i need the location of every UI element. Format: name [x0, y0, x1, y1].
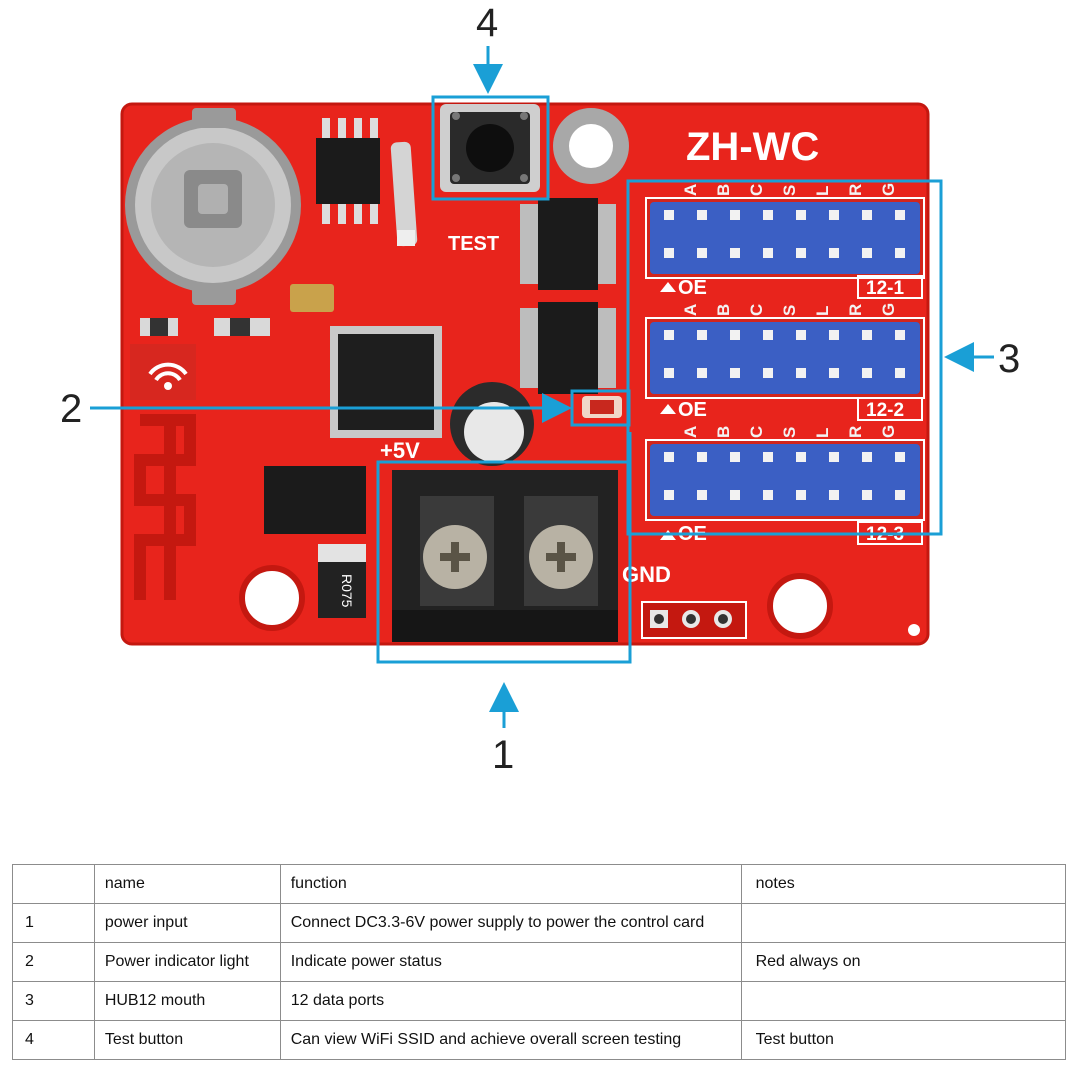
- pin-letter: B: [714, 184, 733, 196]
- pin-letter: A: [681, 304, 700, 316]
- table-row: 4 Test button Can view WiFi SSID and ach…: [12, 1020, 1067, 1060]
- electrolytic-capacitor: [450, 382, 534, 466]
- pin-letter: S: [780, 427, 799, 438]
- mounting-hole-right: [767, 573, 833, 639]
- table-header-row: name function notes: [12, 864, 1067, 904]
- port-label-12-2: 12-2: [866, 400, 904, 421]
- table-cell: power input: [93, 903, 281, 943]
- table-cell: Can view WiFi SSID and achieve overall s…: [279, 1020, 742, 1060]
- table-cell: [740, 903, 1067, 943]
- pin-letter: S: [780, 305, 799, 316]
- oe-label-2: OE: [678, 399, 707, 421]
- table-cell: 3: [12, 981, 95, 1021]
- table-cell: 1: [12, 903, 95, 943]
- table-cell: Red always on: [740, 942, 1067, 982]
- wifi-icon: [166, 384, 170, 388]
- pin-letter: G: [879, 425, 898, 438]
- power-led: [582, 396, 622, 418]
- resistor-marking: R075: [339, 574, 355, 608]
- pin-letter: L: [813, 306, 832, 316]
- power-terminal: [392, 470, 618, 642]
- table-row: 1 power input Connect DC3.3-6V power sup…: [12, 903, 1067, 943]
- tssop-chip-1: [520, 198, 616, 290]
- callout-number-3: 3: [998, 337, 1020, 381]
- battery-holder: [125, 108, 301, 305]
- smd-components: [140, 284, 366, 618]
- mounting-hole-left: [239, 565, 305, 631]
- callout-number-1: 1: [492, 733, 514, 777]
- soic-chip-top: [316, 118, 380, 224]
- pin-letter: R: [846, 426, 865, 438]
- hub12-port-3: [645, 439, 925, 540]
- table-cell: Indicate power status: [279, 942, 742, 982]
- table-cell: 12 data ports: [279, 981, 742, 1021]
- callout-box-4: [431, 95, 550, 201]
- table-cell: Power indicator light: [93, 942, 281, 982]
- hub12-port-2: [645, 317, 925, 414]
- pin-letter: C: [747, 184, 766, 196]
- pin-letter: L: [813, 428, 832, 438]
- table-cell: Connect DC3.3-6V power supply to power t…: [279, 903, 742, 943]
- callout-number-4: 4: [476, 1, 498, 45]
- table-cell: 2: [12, 942, 95, 982]
- crystal: [390, 141, 418, 247]
- pin-header-3: [641, 601, 747, 639]
- pin-letter: R: [846, 184, 865, 196]
- board-diagram: ZH-WC TEST R075: [60, 1, 1020, 777]
- hub12-port-1: [645, 197, 925, 292]
- table-header-cell: name: [93, 864, 281, 904]
- table-header-cell: [12, 864, 95, 904]
- pin-letter: R: [846, 304, 865, 316]
- spec-table: name function notes 1 power input Connec…: [12, 864, 1067, 1060]
- table-row: 2 Power indicator light Indicate power s…: [12, 942, 1067, 982]
- table-cell: HUB12 mouth: [93, 981, 281, 1021]
- callout-box-3: [626, 179, 943, 536]
- plus5v-label: +5V: [380, 438, 420, 463]
- table-cell: Test button: [93, 1020, 281, 1060]
- mcu-chip: [330, 326, 442, 438]
- test-button[interactable]: [440, 104, 540, 192]
- pin-letter: G: [879, 183, 898, 196]
- board-model-label: ZH-WC: [686, 125, 819, 169]
- mounting-ring: [553, 108, 629, 184]
- pin-letter: A: [681, 184, 700, 196]
- pin-letter: C: [747, 426, 766, 438]
- pin-letter: A: [681, 426, 700, 438]
- pin-letter: C: [747, 304, 766, 316]
- table-cell: 4: [12, 1020, 95, 1060]
- pin-letters-3: A B C S L R G: [681, 425, 898, 438]
- table-cell: [740, 981, 1067, 1021]
- tssop-chip-2: [520, 302, 616, 394]
- callout-number-2: 2: [60, 387, 82, 431]
- table-cell: Test button: [740, 1020, 1067, 1060]
- pcb-dot: [908, 624, 920, 636]
- port-label-12-1: 12-1: [866, 278, 904, 299]
- wifi-antenna: [130, 344, 196, 600]
- table-row: 3 HUB12 mouth 12 data ports: [12, 981, 1067, 1021]
- pin-letters-1: A B C S L R G: [681, 183, 898, 196]
- oe-label-1: OE: [678, 277, 707, 299]
- pin-letter: G: [879, 303, 898, 316]
- pin-letter: L: [813, 186, 832, 196]
- table-header-cell: function: [279, 864, 742, 904]
- pin-letter: B: [714, 304, 733, 316]
- callout-box-2: [570, 389, 631, 427]
- test-label: TEST: [448, 233, 499, 255]
- callout-box-1: [376, 460, 632, 664]
- pin-letter: S: [780, 185, 799, 196]
- pin-letter: B: [714, 426, 733, 438]
- pin-letters-2: A B C S L R G: [681, 303, 898, 316]
- table-header-cell: notes: [740, 864, 1067, 904]
